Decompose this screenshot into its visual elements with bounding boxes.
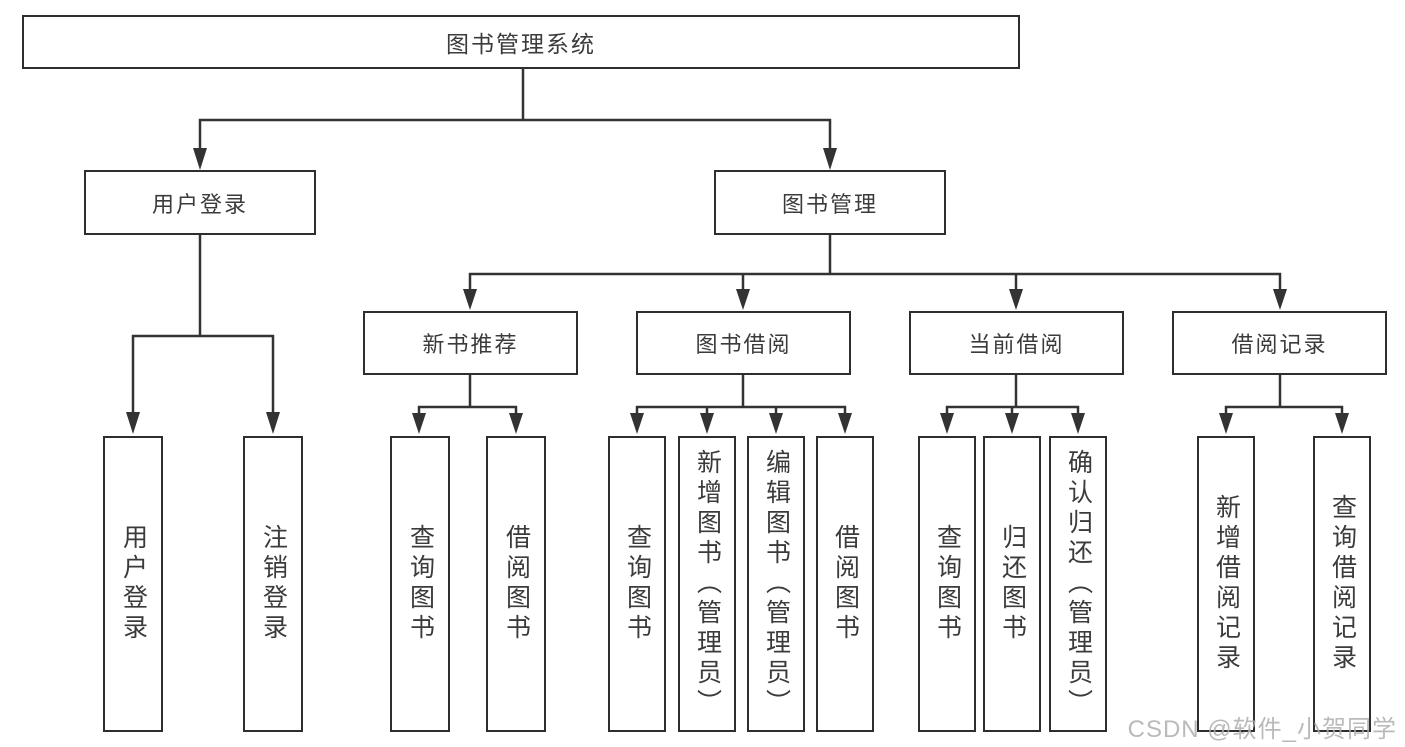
node-add-borrow-record: 新增借阅记录 [1197,436,1255,732]
node-borrow-books-1: 借阅图书 [486,436,546,732]
node-book-borrow: 图书借阅 [636,311,851,375]
node-edit-books-admin: 编辑图书（管理员） [747,436,805,732]
arrowhead-icons [126,148,1349,434]
node-root: 图书管理系统 [22,15,1020,69]
node-borrow-records: 借阅记录 [1172,311,1387,375]
node-confirm-return-admin: 确认归还（管理员） [1049,436,1107,732]
node-return-books: 归还图书 [983,436,1041,732]
node-query-books-1: 查询图书 [390,436,450,732]
node-new-book-recommend: 新书推荐 [363,311,578,375]
node-book-management: 图书管理 [714,170,946,235]
node-user-login-action: 用户登录 [103,436,163,732]
node-logout-action: 注销登录 [243,436,303,732]
node-query-books-3: 查询图书 [918,436,976,732]
node-query-books-2: 查询图书 [608,436,666,732]
node-add-books-admin: 新增图书（管理员） [678,436,736,732]
node-borrow-books-2: 借阅图书 [816,436,874,732]
node-user-login: 用户登录 [84,170,316,235]
node-current-borrow: 当前借阅 [909,311,1124,375]
node-query-borrow-record: 查询借阅记录 [1313,436,1371,732]
